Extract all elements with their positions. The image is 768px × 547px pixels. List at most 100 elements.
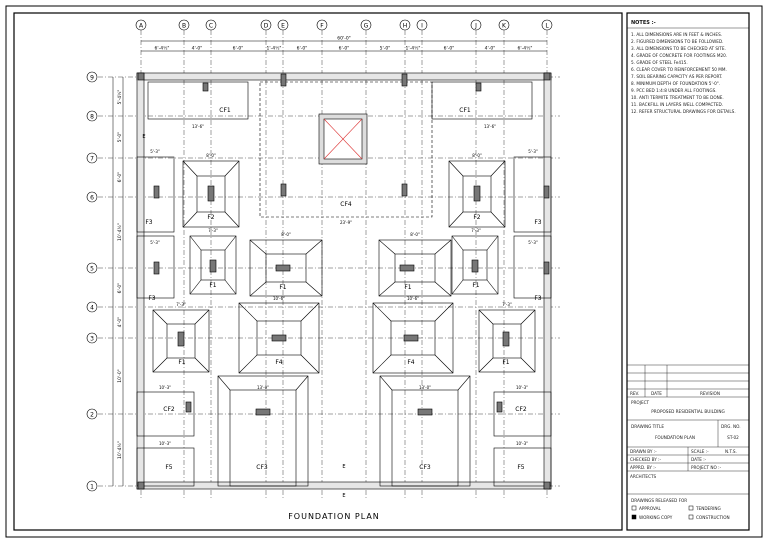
rev-header: REVISION [700, 391, 720, 396]
grid-bubble [86, 332, 98, 344]
footing-dim: 5'-3" [150, 149, 160, 154]
footing-f1 [152, 309, 210, 373]
footing-label: CF1 [219, 107, 231, 114]
grid-label: J [474, 23, 477, 30]
grid-bubble [498, 19, 510, 31]
footing-dim: 5'-3" [150, 240, 160, 245]
section-mark: E [342, 493, 345, 499]
footing-dim: 5'-3" [528, 149, 538, 154]
grid-label: L [545, 23, 549, 30]
footing-dim: 8'-0" [472, 153, 482, 158]
checkbox-approval[interactable] [631, 505, 637, 511]
grid-bubble [86, 152, 98, 164]
footing-f1 [451, 235, 499, 295]
notes-heading: NOTES :- [631, 20, 656, 26]
footing-label: F3 [534, 219, 541, 226]
footings [136, 72, 552, 490]
release-option: APPROVAL [639, 506, 662, 511]
footing-dim: 13'-6" [192, 124, 204, 129]
footing-cf2 [493, 391, 552, 437]
grid-bubbles-left [86, 71, 98, 492]
checkbox-construction[interactable] [688, 514, 694, 520]
grid-bubble [205, 19, 217, 31]
grid-bubble [178, 19, 190, 31]
footing-label: F1 [178, 359, 185, 366]
footing-label: F1 [472, 282, 479, 289]
grid-bubble [277, 19, 289, 31]
grid-label: 6 [90, 195, 94, 202]
column [399, 264, 415, 272]
column [475, 82, 482, 92]
footing-dimension-texts: 13'-6" 13'-6" 23'-9" 8'-0" 8'-0" 7'-3" 7… [150, 124, 538, 446]
project-label: PROJECT [631, 400, 650, 405]
grid-label: 5 [90, 266, 94, 273]
grid-label: I [421, 23, 423, 30]
footing-dim: 10'-3" [516, 385, 528, 390]
footing-dim: 10'-6" [407, 296, 419, 301]
note-item: 5. GRADE OF STEEL Fe415. [631, 60, 688, 65]
note-item: 1. ALL DIMENSIONS ARE IN FEET & INCHES. [631, 32, 722, 37]
dimension-text: 4'-0" [117, 317, 123, 328]
footing-label: F4 [407, 359, 414, 366]
grid-label: 2 [90, 412, 94, 419]
dimension-text: 5'-4½" [116, 89, 123, 104]
note-item: 8. MINIMUM DEPTH OF FOUNDATION 5'-0". [631, 81, 720, 86]
drawing-title-value: FOUNDATION PLAN [655, 435, 695, 440]
column [417, 408, 433, 416]
grid-label: 7 [90, 156, 94, 163]
footing-step [391, 389, 459, 487]
footing-step [200, 249, 226, 281]
footing-dim: 23'-9" [340, 220, 352, 225]
plinth-beam-top [136, 72, 552, 81]
dimension-text: 10'-4½" [116, 223, 123, 241]
note-item: 9. PCC BED 1:4:8 UNDER ALL FOOTINGS. [631, 88, 717, 93]
dimension-text: 6'-0" [444, 46, 455, 52]
note-item: 10. ANTI TERMITE TREATMENT TO BE DONE. [631, 95, 724, 100]
column [185, 401, 192, 413]
footing-dim: 13'-0" [257, 385, 269, 390]
footing-label: CF4 [340, 201, 352, 208]
footing-f2 [182, 160, 240, 228]
footing-dim: 10'-6" [273, 296, 285, 301]
title-block: NOTES :- 1. ALL DIMENSIONS ARE IN FEET &… [627, 20, 749, 520]
checked-by: CHECKED BY :- [630, 457, 662, 462]
section-marks: E E E [142, 134, 345, 499]
dimension-text: 10'-4½" [116, 441, 123, 459]
dimension-text: 6'-0" [339, 46, 350, 52]
footing-dim: 10'-3" [159, 385, 171, 390]
grid-bubble [86, 480, 98, 492]
footing-label: F1 [209, 282, 216, 289]
dimension-text: 10'-0" [117, 369, 123, 383]
footing-dim: 8'-0" [410, 232, 420, 237]
release-option: TENDERING [695, 506, 721, 511]
grid-bubble [399, 19, 411, 31]
column [502, 331, 510, 347]
column [280, 183, 287, 197]
footing-f1 [378, 239, 452, 297]
grid-bubble [135, 19, 147, 31]
checkbox-tendering[interactable] [688, 505, 694, 511]
rev-header: DATE [651, 391, 662, 396]
note-item: 3. ALL DIMENSIONS TO BE CHECKED AT SITE. [631, 46, 726, 51]
grid-bubble [86, 301, 98, 313]
column [543, 261, 550, 275]
footing-dim: 8'-0" [206, 153, 216, 158]
plinth-beam-bottom [136, 481, 552, 490]
grid-label: 4 [90, 305, 94, 312]
footing-label: CF3 [419, 464, 431, 471]
grid-labels-top: A B C D E F G H I J K L [139, 23, 549, 30]
dimension-text: 6'-4½" [154, 45, 169, 52]
dimension-text: 6'-0" [233, 46, 244, 52]
grid-bubble [86, 408, 98, 420]
grid-label: 3 [90, 336, 94, 343]
column [403, 334, 419, 342]
rev-header: REV. [630, 391, 639, 396]
footing-f3 [513, 235, 552, 299]
note-item: 11. BACKFILL IN LAYERS WELL COMPACTED. [631, 102, 723, 107]
lift-pit-cross [323, 118, 363, 160]
footing-cf4 [259, 81, 433, 218]
drawn-by: DRAWN BY :- [630, 449, 657, 454]
checkbox-working-copy[interactable] [631, 514, 637, 520]
dimension-texts-top: 60'-0" 6'-4½" 4'-0" 6'-0" 1'-4½" 6'-0" 6… [154, 36, 532, 52]
